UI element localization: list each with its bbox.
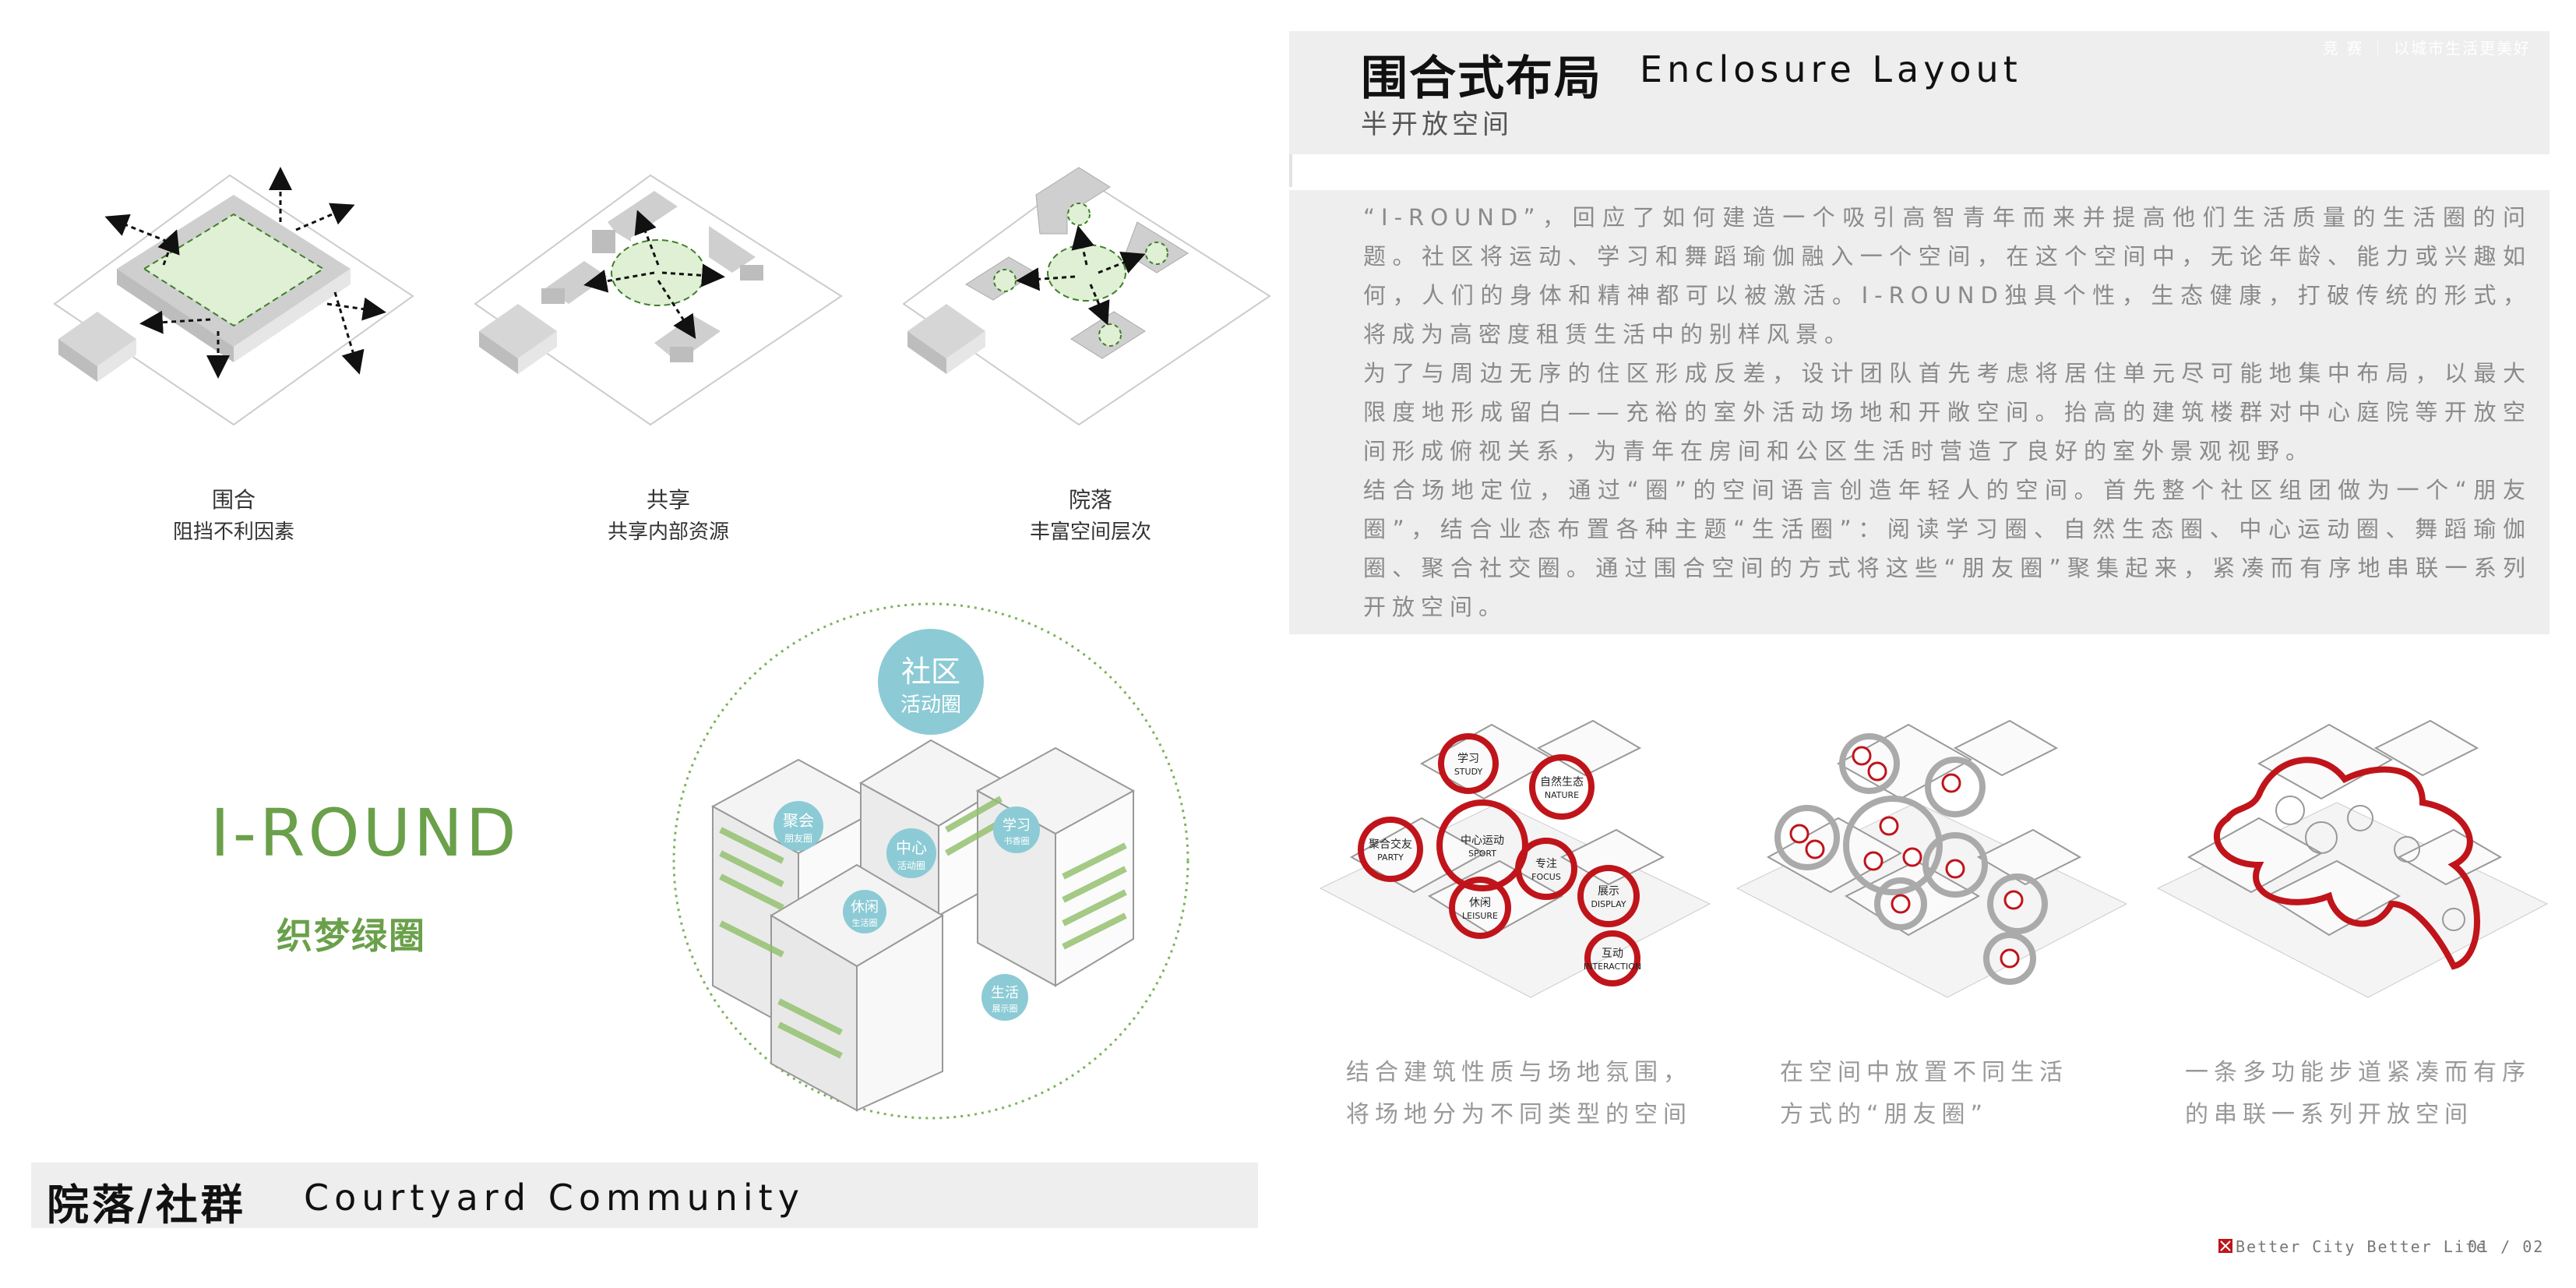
bubble-main-line2: 活动圈 bbox=[900, 693, 961, 717]
circle-label-zh: 专注 bbox=[1535, 858, 1557, 870]
circle-label-zh: 聚合交友 bbox=[1369, 838, 1412, 851]
caption-sharing-title: 共享 bbox=[646, 487, 690, 513]
brand-slogan: 织梦绿圈 bbox=[277, 915, 426, 957]
caption-walkway: 一条多功能步道紧凑而有序 的串联一系列开放空间 bbox=[2185, 1052, 2531, 1136]
circle-label-en: NATURE bbox=[1545, 790, 1579, 800]
description-panel: “I-ROUND”，回应了如何建造一个吸引高智青年而来并提高他们生活质量的生活圈… bbox=[1289, 190, 2550, 634]
courtyard-diagram bbox=[902, 167, 1271, 426]
walkway-diagram bbox=[2156, 719, 2549, 998]
header-title-en: Enclosure Layout bbox=[1640, 48, 2022, 90]
header-divider bbox=[1289, 154, 1292, 187]
caption-sharing-sub: 共享内部资源 bbox=[607, 520, 729, 544]
bubble-label: 学习 bbox=[1003, 817, 1031, 834]
caption-line: 结合建筑性质与场地氛围， bbox=[1346, 1059, 1692, 1086]
circle-label-en: DISPLAY bbox=[1591, 899, 1626, 909]
caption-line: 一条多功能步道紧凑而有序 bbox=[2185, 1059, 2531, 1086]
bubble-main-line1: 社区 bbox=[901, 655, 960, 689]
circle-label-zh: 自然生态 bbox=[1540, 775, 1584, 789]
bubble-sub: 活动圈 bbox=[897, 860, 925, 871]
logo-icon bbox=[2218, 1239, 2232, 1253]
enclosure-diagram bbox=[53, 167, 414, 426]
footer-slogan: Better City Better Life bbox=[2236, 1237, 2487, 1256]
circle-label-zh: 休闲 bbox=[1469, 897, 1491, 909]
bubble-sub: 展示圈 bbox=[992, 1004, 1018, 1014]
caption-zoning: 结合建筑性质与场地氛围， 将场地分为不同类型的空间 bbox=[1346, 1052, 1692, 1136]
bubble-label: 休闲 bbox=[851, 899, 879, 916]
circle-label-en: SPORT bbox=[1468, 849, 1496, 859]
bottom-title-en: Courtyard Community bbox=[304, 1177, 805, 1219]
bubble-sub: 书香圈 bbox=[1004, 836, 1030, 846]
caption-friend-circles: 在空间中放置不同生活 方式的“朋友圈” bbox=[1780, 1052, 2068, 1136]
header-corner-text: 竞 赛 ｜ 以城市生活更美好 bbox=[2322, 39, 2531, 58]
caption-line: 的串联一系列开放空间 bbox=[2185, 1101, 2473, 1128]
caption-courtyard-sub: 丰富空间层次 bbox=[1029, 520, 1151, 544]
caption-line: 在空间中放置不同生活 bbox=[1780, 1059, 2068, 1086]
paragraph: “I-ROUND”，回应了如何建造一个吸引高智青年而来并提高他们生活质量的生活圈… bbox=[1363, 204, 2532, 348]
community-circle-diagram: 社区 活动圈 聚会 朋友圈 中心 活动圈 学习 书香圈 休闲 生活圈 生活 展示… bbox=[672, 602, 1189, 1120]
circle-label-en: INTERACTION bbox=[1584, 962, 1641, 972]
circle-label-zh: 展示 bbox=[1598, 885, 1619, 898]
circle-label-zh: 互动 bbox=[1602, 947, 1623, 960]
description-text: “I-ROUND”，回应了如何建造一个吸引高智青年而来并提高他们生活质量的生活圈… bbox=[1363, 198, 2532, 626]
caption-line: 将场地分为不同类型的空间 bbox=[1346, 1101, 1692, 1128]
circle-label-zh: 中心运动 bbox=[1461, 835, 1504, 847]
caption-enclosure-title: 围合 bbox=[211, 487, 255, 513]
circle-label-zh: 学习 bbox=[1457, 753, 1479, 765]
activity-circles-diagram: 学习 STUDY 自然生态 NATURE 聚合交友 PARTY 中心运动 SPO… bbox=[1319, 719, 1711, 998]
paragraph: 结合场地定位，通过“圈”的空间语言创造年轻人的空间。首先整个社区组团做为一个“朋… bbox=[1363, 477, 2532, 620]
enclosure-layout-header: 围合式布局 Enclosure Layout 半开放空间 竞 赛 ｜ 以城市生活… bbox=[1289, 31, 2550, 154]
header-subtitle: 半开放空间 bbox=[1361, 109, 1513, 140]
bubble-label: 聚会 bbox=[783, 811, 814, 830]
paragraph: 为了与周边无序的住区形成反差，设计团队首先考虑将居住单元尽可能地集中布局，以最大… bbox=[1363, 360, 2532, 464]
bubble-sub: 生活圈 bbox=[852, 917, 878, 928]
caption-line: 方式的“朋友圈” bbox=[1780, 1101, 1989, 1128]
caption-enclosure-sub: 阻挡不利因素 bbox=[172, 520, 294, 544]
courtyard-community-title-bar: 院落/社群 Courtyard Community bbox=[31, 1163, 1258, 1230]
caption-courtyard-title: 院落 bbox=[1068, 487, 1112, 513]
page-number: 01 / 02 bbox=[2468, 1237, 2545, 1256]
circle-label-en: LEISURE bbox=[1462, 911, 1498, 921]
brand-logo: I-ROUND bbox=[210, 795, 520, 871]
bottom-title-zh: 院落/社群 bbox=[47, 1180, 246, 1230]
circle-label-en: STUDY bbox=[1454, 767, 1483, 777]
bubble-label: 中心 bbox=[896, 838, 927, 857]
friend-circles-diagram bbox=[1736, 719, 2128, 998]
bubble-label: 生活 bbox=[991, 985, 1019, 1001]
circle-label-en: PARTY bbox=[1377, 852, 1404, 863]
sharing-diagram bbox=[474, 174, 843, 426]
circle-label-en: FOCUS bbox=[1531, 872, 1561, 882]
header-title-zh: 围合式布局 bbox=[1361, 51, 1602, 106]
bubble-sub: 朋友圈 bbox=[784, 833, 812, 844]
